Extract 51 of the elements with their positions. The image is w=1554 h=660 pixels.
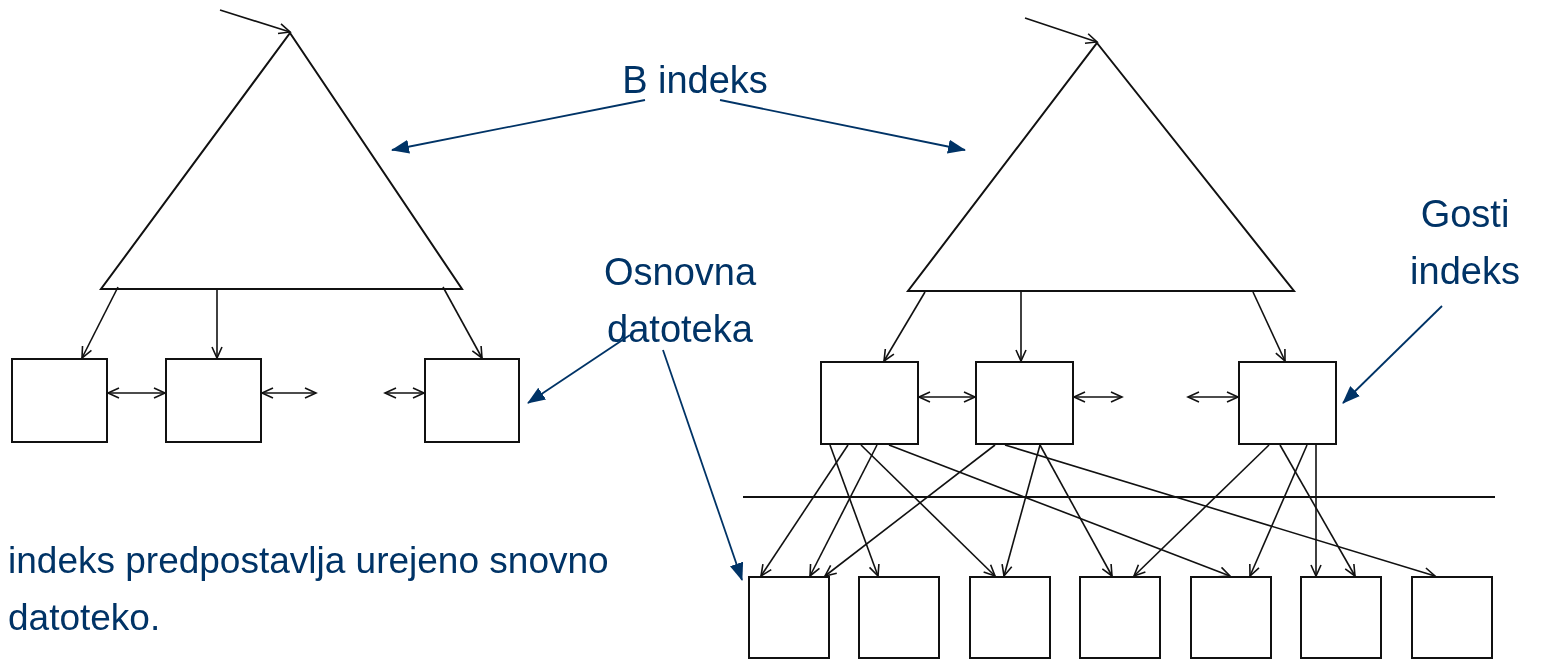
block-box <box>820 361 919 445</box>
block-box <box>1238 361 1337 445</box>
arrow <box>81 286 119 359</box>
arrow <box>829 444 880 577</box>
callout-text: Osnovna datoteka <box>575 244 785 358</box>
arrow <box>888 444 1231 578</box>
arrow <box>211 289 223 359</box>
block-box <box>1411 576 1493 659</box>
block-box <box>858 576 940 659</box>
arrow <box>1039 444 1113 577</box>
arrow <box>1249 444 1308 577</box>
index-tree-triangle <box>907 42 1295 292</box>
note-text: indeks predpostavlja urejeno snovno datoteko. <box>8 539 610 641</box>
arrow <box>1187 391 1239 403</box>
arrow <box>391 99 646 154</box>
block-box <box>975 361 1074 445</box>
arrow <box>918 391 976 403</box>
arrow <box>261 387 317 399</box>
arrow <box>1015 291 1027 362</box>
arrow <box>442 286 483 359</box>
arrow <box>527 334 631 404</box>
block-box <box>1300 576 1382 659</box>
index-tree-triangle <box>100 32 463 290</box>
arrow <box>219 9 291 35</box>
arrow <box>662 349 744 581</box>
arrow <box>824 444 996 577</box>
arrow <box>883 291 926 362</box>
callout-text: B indeks <box>590 52 800 110</box>
arrow <box>1001 444 1041 577</box>
arrow <box>860 444 996 577</box>
arrow <box>1252 291 1286 362</box>
arrow <box>1073 391 1123 403</box>
arrow <box>384 387 425 399</box>
block-box <box>424 358 520 443</box>
block-box <box>1079 576 1161 659</box>
arrow <box>1004 444 1436 579</box>
arrow <box>1024 17 1098 45</box>
arrow <box>1310 444 1322 577</box>
block-box <box>11 358 108 443</box>
arrow <box>1342 305 1443 404</box>
block-box <box>748 576 830 659</box>
arrow <box>107 387 166 399</box>
block-box <box>165 358 262 443</box>
arrow <box>1279 444 1356 577</box>
callout-text: Gosti indeks <box>1385 186 1545 308</box>
arrow <box>719 99 966 154</box>
block-box <box>969 576 1051 659</box>
arrow <box>809 444 878 577</box>
arrow <box>760 444 849 577</box>
block-box <box>1190 576 1272 659</box>
arrow <box>1133 444 1270 577</box>
